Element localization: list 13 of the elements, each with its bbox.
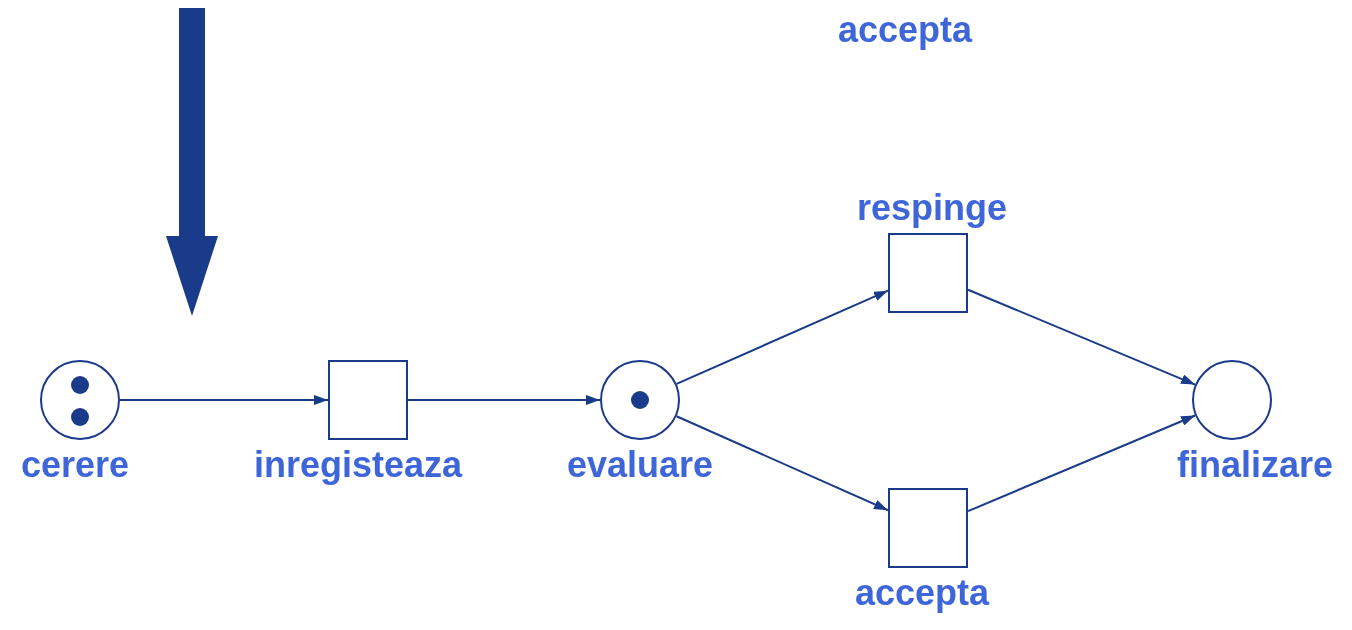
transition-label: inregisteaza — [253, 443, 463, 487]
arrow — [967, 414, 1197, 513]
arrow — [675, 289, 889, 385]
place-label: evaluare — [566, 443, 714, 487]
place-label: finalizare — [1176, 443, 1334, 487]
arrow — [119, 395, 329, 405]
arrow — [967, 288, 1197, 386]
place-label: cerere — [20, 443, 130, 487]
arrow — [407, 395, 601, 405]
annotation-label: accepta — [837, 8, 973, 52]
transition-label: respinge — [857, 186, 1007, 230]
arrow — [675, 415, 889, 512]
transition-label: accepta — [854, 571, 990, 615]
